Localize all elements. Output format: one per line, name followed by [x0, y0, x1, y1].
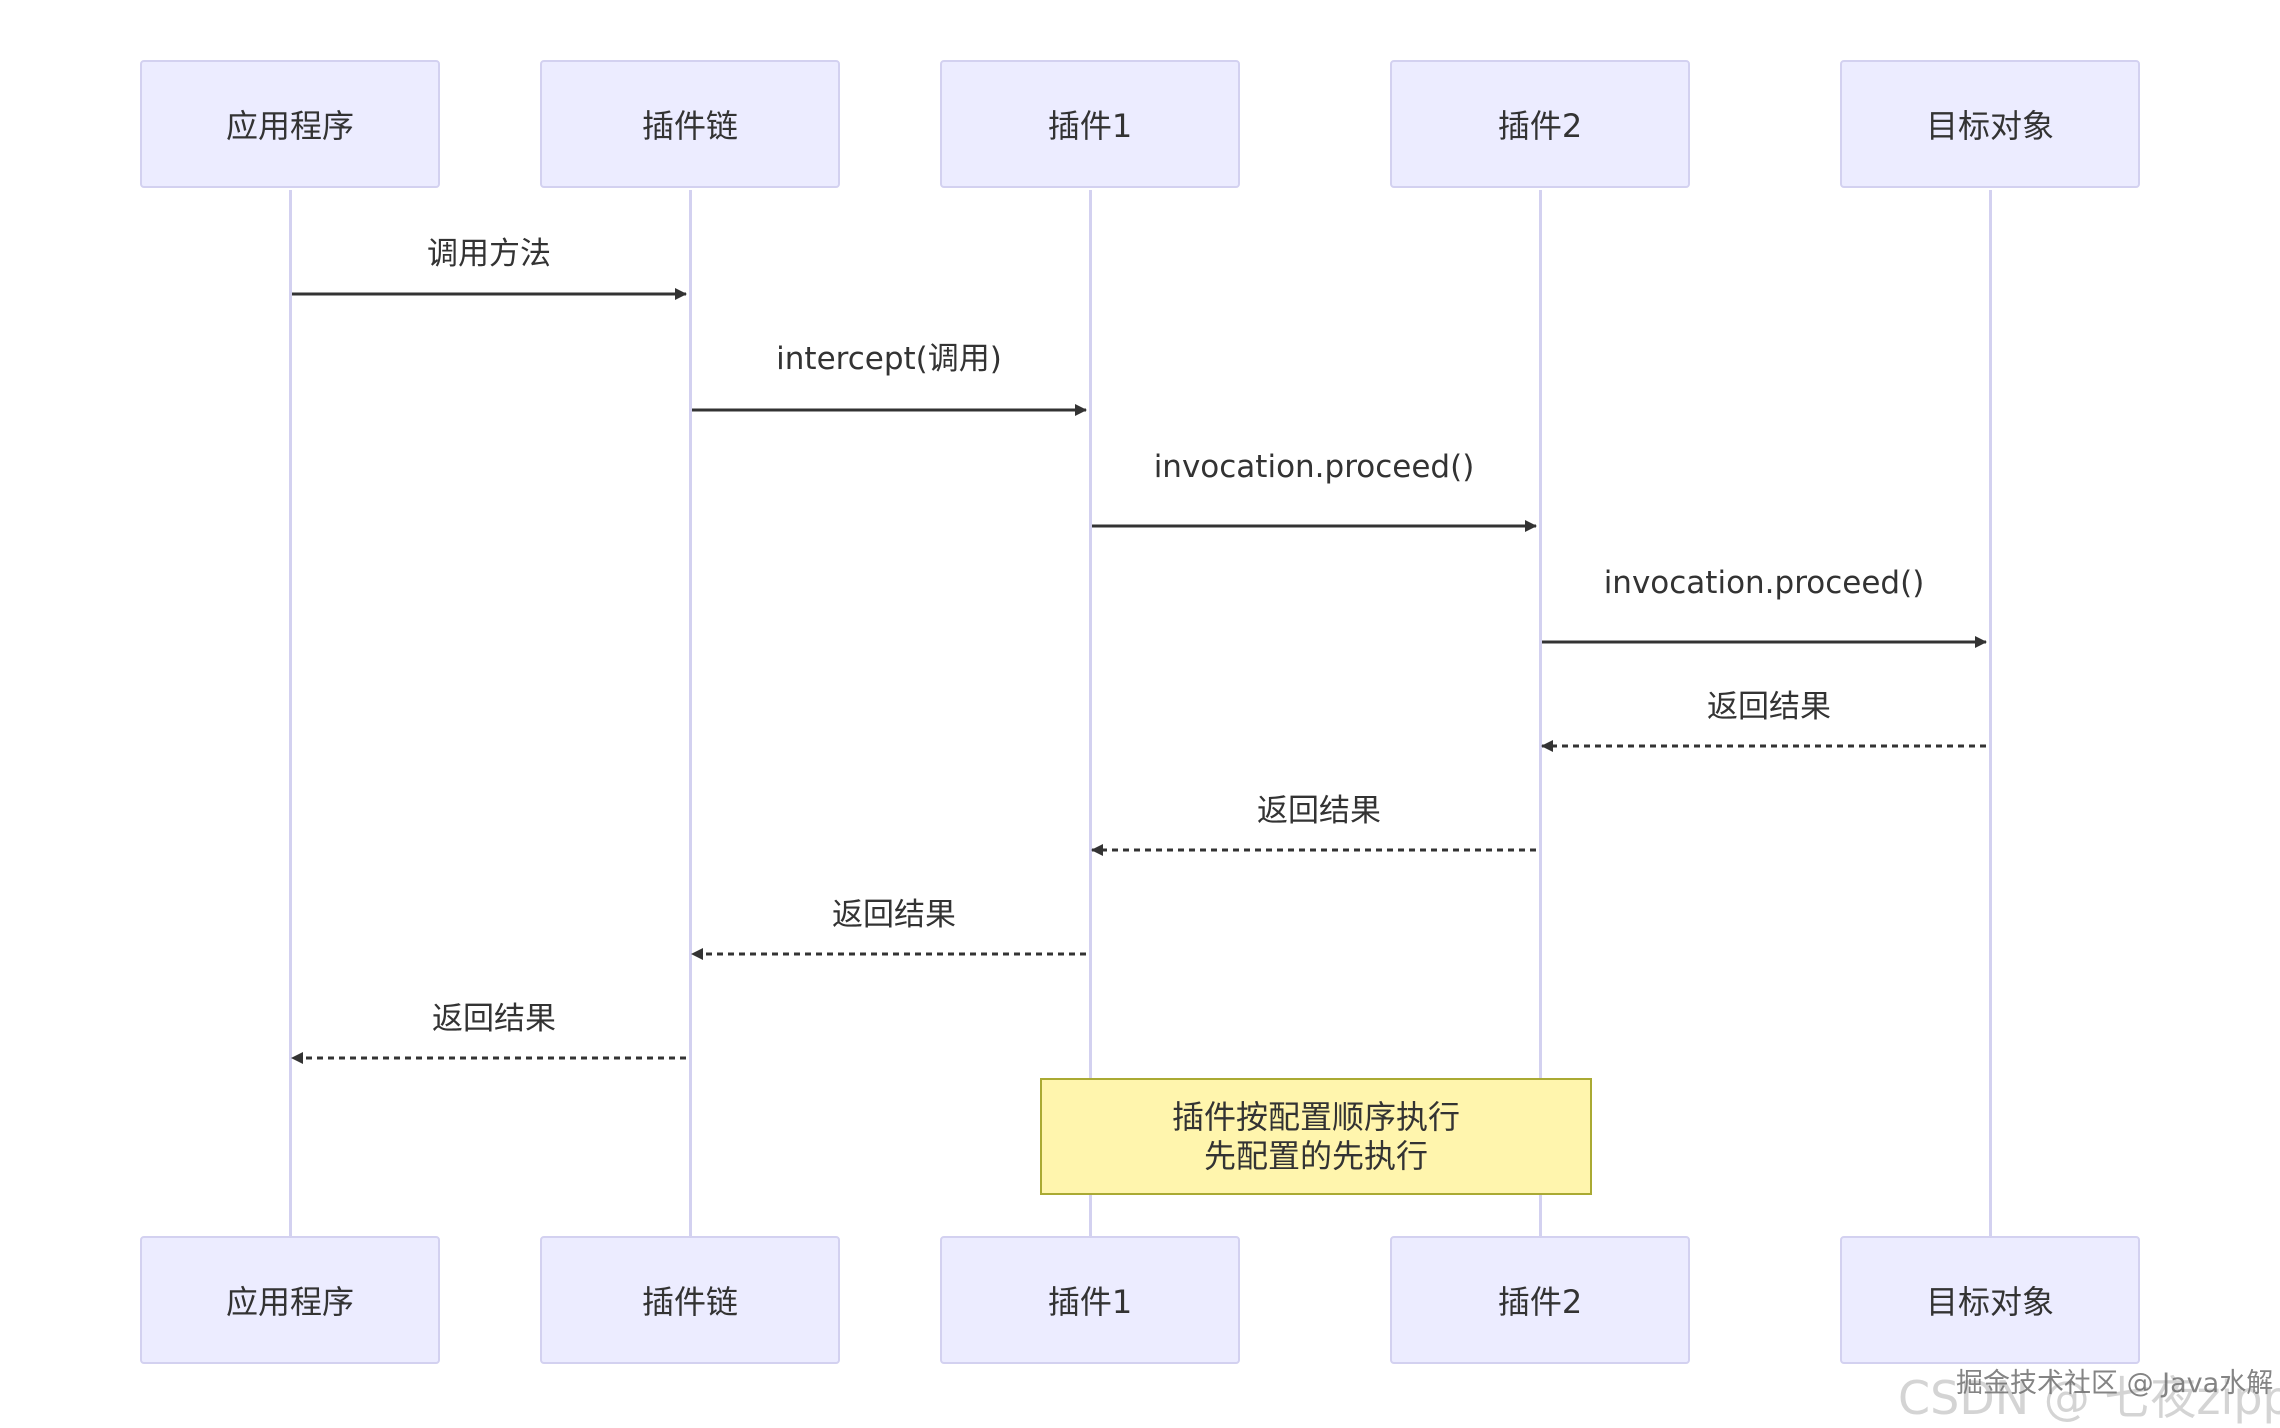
actor-top-chain: 插件链 [540, 60, 840, 188]
lifeline-p2 [1539, 190, 1542, 1236]
actor-bottom-chain: 插件链 [540, 1236, 840, 1364]
message-label-return-target: 返回结果 [1707, 689, 1831, 725]
note-line-1: 插件按配置顺序执行 [1171, 1097, 1460, 1136]
actor-bottom-app: 应用程序 [140, 1236, 440, 1364]
message-label-intercept: intercept(调用) [776, 341, 1002, 377]
message-label-proceed-1: invocation.proceed() [1153, 449, 1475, 485]
actor-bottom-p2: 插件2 [1390, 1236, 1690, 1364]
message-label-return-p2: 返回结果 [1257, 793, 1381, 829]
note-plugin-order: 插件按配置顺序执行 先配置的先执行 [1040, 1078, 1592, 1195]
lifeline-target [1989, 190, 1992, 1236]
message-label-proceed-2: invocation.proceed() [1603, 565, 1925, 601]
actor-top-p1: 插件1 [940, 60, 1240, 188]
lifeline-p1 [1089, 190, 1092, 1236]
lifeline-chain [689, 190, 692, 1236]
watermark-juejin: 掘金技术社区 @ Java水解 [1956, 1368, 2274, 1399]
actor-bottom-p1: 插件1 [940, 1236, 1240, 1364]
note-line-2: 先配置的先执行 [1203, 1136, 1428, 1175]
lifeline-app [289, 190, 292, 1236]
actor-top-app: 应用程序 [140, 60, 440, 188]
actor-top-p2: 插件2 [1390, 60, 1690, 188]
message-label-return-p1: 返回结果 [832, 897, 956, 933]
actor-top-target: 目标对象 [1840, 60, 2140, 188]
actor-bottom-target: 目标对象 [1840, 1236, 2140, 1364]
message-label-return-chain: 返回结果 [432, 1001, 556, 1037]
watermark-csdn: CSDN @ 七夜zippoe [1898, 1371, 2280, 1425]
message-label-call-method: 调用方法 [427, 236, 551, 272]
